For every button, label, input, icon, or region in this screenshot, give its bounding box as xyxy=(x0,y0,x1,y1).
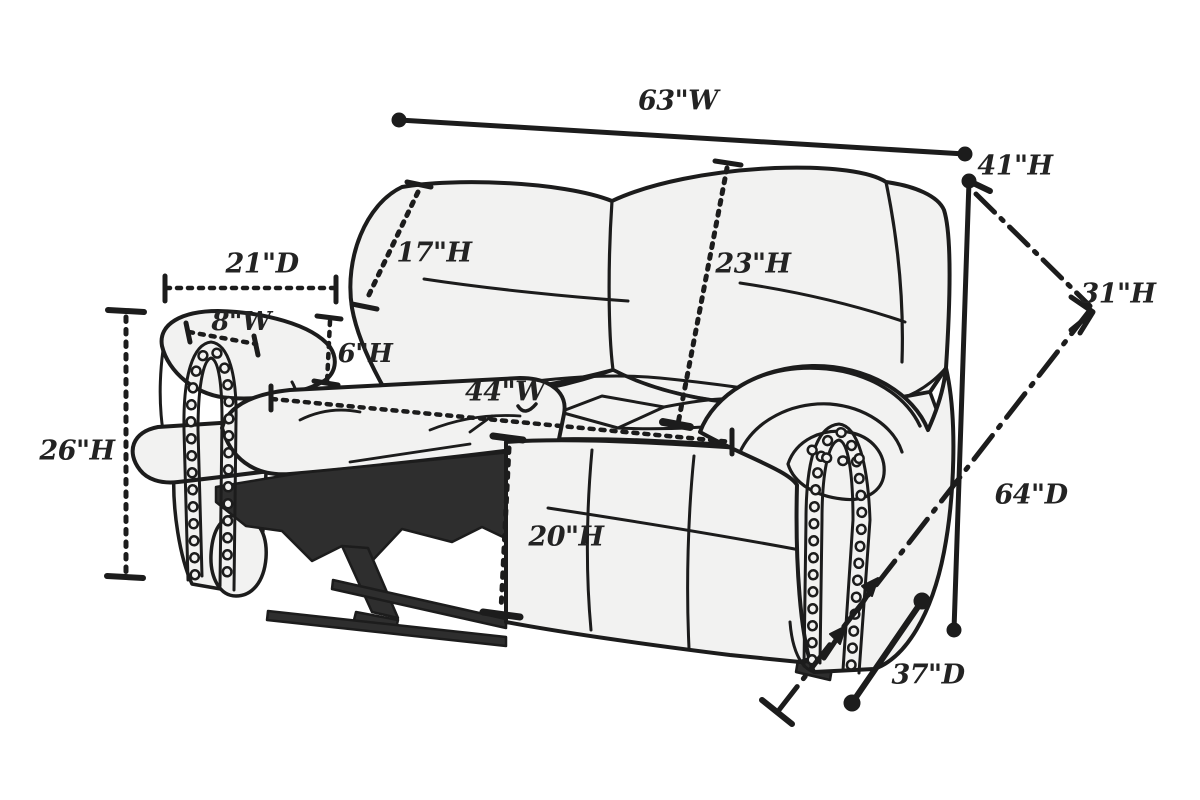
dim-label-arm-width: 8"W xyxy=(211,307,271,337)
dimension-lines xyxy=(104,112,1096,727)
dim-line-overall-height xyxy=(946,173,993,638)
mechanism-bar xyxy=(265,609,508,648)
nailhead-trim-left xyxy=(182,340,238,592)
dim-label-headrest-height: 17"H xyxy=(396,237,472,269)
dim-line-headrest-height xyxy=(349,179,434,312)
dim-label-seat-width: 44"W xyxy=(465,376,545,408)
dim-label-arm-height: 31"H xyxy=(1080,278,1156,310)
dim-line-overall-width xyxy=(391,112,973,162)
dim-line-arm-above-seat xyxy=(311,313,344,388)
dim-label-back-cushion-height: 23"H xyxy=(715,248,791,280)
dim-label-arm-above-seat: 6"H xyxy=(337,339,393,369)
dim-line-base-depth xyxy=(821,577,931,712)
dim-line-back-depth xyxy=(162,273,339,305)
dim-line-back-cushion-height xyxy=(659,158,744,431)
dim-line-footrest-height xyxy=(479,432,527,621)
mechanism-bar xyxy=(330,578,508,630)
dim-line-arm-width xyxy=(183,320,261,358)
dim-label-base-depth: 37"D xyxy=(891,659,965,691)
nailhead-trim-right xyxy=(802,422,874,675)
dim-line-seat-width xyxy=(268,383,735,457)
sofa-illustration xyxy=(130,165,956,682)
dim-label-footrest-height: 20"H xyxy=(528,521,604,553)
dim-label-reclined-depth: 64"D xyxy=(994,479,1068,511)
dim-label-back-depth: 21"D xyxy=(225,248,299,280)
dim-line-recline-height xyxy=(104,307,147,581)
dim-label-recline-height: 26"H xyxy=(39,435,115,467)
dim-label-overall-width: 63"W xyxy=(638,85,718,117)
dim-label-overall-height: 41"H xyxy=(977,150,1053,182)
sofa-back xyxy=(348,165,952,408)
